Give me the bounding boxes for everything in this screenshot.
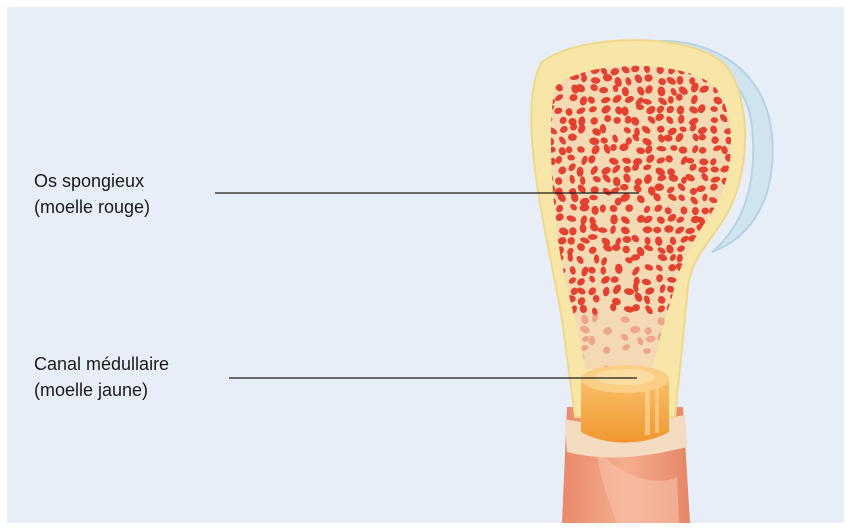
- marrow-dot: [546, 347, 555, 355]
- marrow-dot: [722, 255, 733, 265]
- marrow-dot: [720, 353, 730, 363]
- marrow-dot: [620, 184, 629, 191]
- marrow-dot: [547, 364, 558, 371]
- marrow-dot: [700, 293, 708, 304]
- marrow-dot: [701, 276, 710, 282]
- marrow-dot: [546, 334, 557, 343]
- marrow-dot: [544, 284, 556, 296]
- marrow-dot: [701, 266, 709, 276]
- marrow-dot: [696, 325, 706, 336]
- marrow-dot: [687, 301, 699, 314]
- marrow-dot: [734, 295, 740, 304]
- label-medullary-canal-line1: Canal médullaire: [34, 351, 169, 377]
- marrow-dot: [690, 286, 699, 294]
- marrow-dot: [729, 345, 739, 356]
- marrow-dot: [545, 277, 555, 285]
- label-spongy-bone-line2: (moelle rouge): [34, 194, 150, 220]
- marrow-dot: [701, 256, 709, 264]
- marrow-dot: [718, 364, 729, 374]
- marrow-dot: [588, 234, 598, 240]
- marrow-dot: [735, 334, 743, 342]
- marrow-dot: [719, 297, 728, 306]
- label-spongy-bone-line1: Os spongieux: [34, 168, 150, 194]
- marrow-dot: [733, 356, 745, 367]
- marrow-dot: [698, 304, 708, 314]
- marrow-dot: [707, 302, 718, 313]
- marrow-dot: [688, 296, 695, 304]
- marrow-dot: [722, 303, 731, 312]
- marrow-dot: [730, 244, 742, 253]
- marrow-dot: [736, 322, 744, 333]
- marrow-dot: [731, 284, 743, 294]
- yellow-marrow: [581, 365, 669, 443]
- marrow-dot: [708, 266, 718, 276]
- marrow-dot: [720, 275, 730, 285]
- label-spongy-bone: Os spongieux (moelle rouge): [34, 168, 150, 220]
- marrow-dot: [708, 275, 717, 284]
- marrow-dot: [723, 326, 733, 334]
- marrow-dot: [699, 356, 710, 365]
- marrow-dot: [730, 364, 740, 372]
- marrow-dot: [610, 214, 617, 224]
- label-medullary-canal: Canal médullaire (moelle jaune): [34, 351, 169, 403]
- diagram-panel: Os spongieux (moelle rouge) Canal médull…: [7, 7, 844, 523]
- marrow-dot: [691, 355, 700, 362]
- marrow-dot: [686, 346, 696, 354]
- marrow-dot: [544, 265, 552, 276]
- marrow-dot: [731, 263, 742, 275]
- marrow-dot: [688, 335, 697, 345]
- marrow-dot: [709, 287, 718, 297]
- marrow-dot: [545, 303, 554, 314]
- marrow-dot: [732, 305, 744, 317]
- marrow-dot: [698, 334, 709, 346]
- marrow-dot: [732, 255, 742, 264]
- marrow-dot: [546, 295, 558, 305]
- marrow-dot: [710, 258, 721, 264]
- marrow-dot: [700, 286, 712, 298]
- marrow-dot: [557, 354, 566, 365]
- marrow-dot: [709, 313, 719, 323]
- marrow-dot: [709, 347, 719, 354]
- marrow-dot: [601, 267, 607, 275]
- marrow-dot: [722, 222, 730, 233]
- label-medullary-canal-line2: (moelle jaune): [34, 377, 169, 403]
- marrow-dot: [721, 264, 727, 271]
- marrow-dot: [720, 283, 731, 294]
- marrow-dot: [710, 293, 721, 304]
- bone-illustration: [7, 7, 844, 523]
